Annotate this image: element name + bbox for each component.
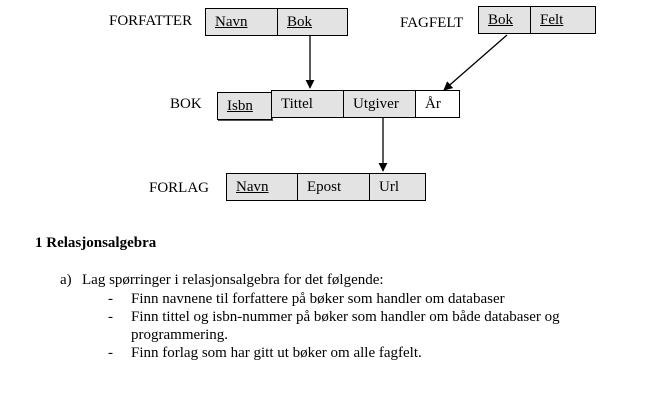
- list-item: -Finn tittel og isbn-nummer på bøker som…: [108, 309, 560, 343]
- relation-name-bok: BOK: [170, 96, 202, 112]
- task-a: a) Lag spørringer i relasjonsalgebra for …: [60, 272, 384, 289]
- bok-attr-utgiver: Utgiver: [343, 90, 416, 118]
- fagfelt-attr-bok: Bok: [478, 6, 531, 34]
- forlag-attr-navn: Navn: [226, 173, 298, 201]
- relation-name-forfatter: FORFATTER: [109, 13, 193, 29]
- forlag-attr-url: Url: [369, 173, 426, 201]
- task-text: Lag spørringer i relasjonsalgebra for de…: [82, 272, 384, 288]
- relation-name-fagfelt: FAGFELT: [400, 15, 464, 31]
- task-marker: a): [60, 272, 72, 288]
- arrow-fagfelt-bok-to-bok: [443, 34, 508, 91]
- bullet-dash: -: [108, 309, 113, 325]
- fagfelt-attr-felt: Felt: [530, 6, 596, 34]
- forfatter-attr-bok: Bok: [277, 8, 348, 36]
- task-bullet-list: -Finn navnene til forfattere på bøker so…: [108, 290, 628, 362]
- section-title: 1 Relasjonsalgebra: [35, 235, 157, 251]
- relation-name-forlag: FORLAG: [149, 180, 210, 196]
- bullet-dash: -: [108, 345, 113, 361]
- list-item: -Finn navnene til forfattere på bøker so…: [108, 291, 505, 307]
- bok-attr-isbn: Isbn: [217, 92, 272, 120]
- bullet-dash: -: [108, 291, 113, 307]
- bok-attr-tittel: Tittel: [271, 90, 344, 118]
- list-item: -Finn forlag som har gitt ut bøker om al…: [108, 345, 422, 361]
- bok-attr-ar: År: [415, 90, 460, 118]
